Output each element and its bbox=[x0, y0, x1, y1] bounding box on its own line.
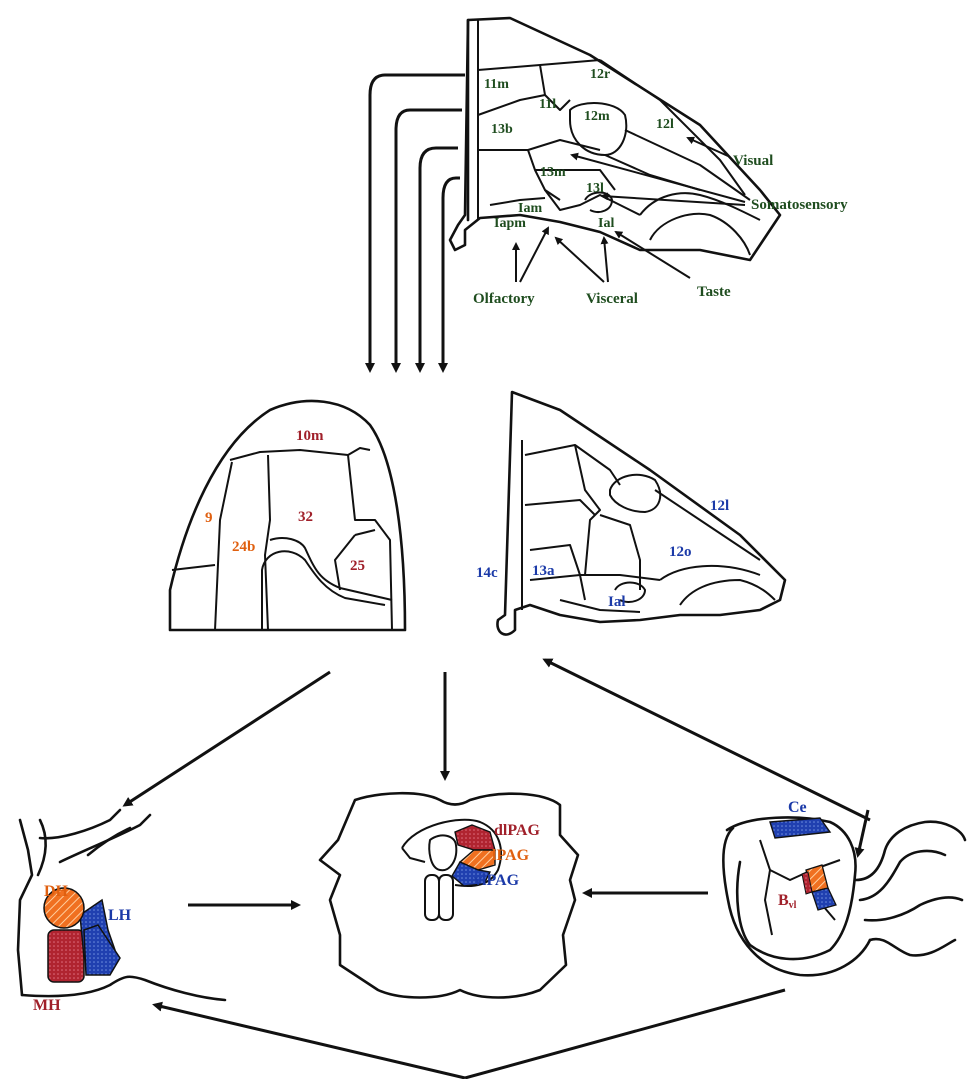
label-12l-top: 12l bbox=[656, 117, 674, 132]
label-LH: LH bbox=[108, 907, 132, 924]
top-orbital-panel: 11m 12r 11l 12m 12l 13b 13m 13l Iam Iapm… bbox=[370, 18, 848, 370]
projection-arrows-top bbox=[370, 75, 465, 370]
label-12l-orbital: 12l bbox=[710, 498, 729, 514]
aqueduct-raphe bbox=[425, 875, 453, 920]
medial-pfc-panel: 10m 9 32 24b 25 bbox=[170, 401, 405, 630]
amygdala-panel: Ce Bvl bbox=[723, 799, 965, 975]
region-Bvl-lower bbox=[812, 888, 836, 910]
label-11m: 11m bbox=[484, 77, 509, 92]
region-dlPAG bbox=[455, 825, 495, 850]
label-13a: 13a bbox=[532, 563, 555, 579]
label-lPAG: lPAG bbox=[492, 847, 530, 864]
label-24b: 24b bbox=[232, 539, 255, 555]
label-13l: 13l bbox=[586, 181, 604, 196]
label-Ial-orbital: Ial bbox=[608, 594, 626, 610]
label-13m: 13m bbox=[540, 165, 566, 180]
label-25: 25 bbox=[350, 558, 365, 574]
label-vl-subscript: vl bbox=[789, 900, 797, 911]
orbital-pfc-panel: 12l 12o 14c 13a Ial bbox=[476, 392, 785, 635]
hypothalamus-panel: DH LH MH bbox=[18, 810, 225, 1014]
medial-subdivisions bbox=[172, 448, 392, 630]
input-visceral: Visceral bbox=[586, 291, 638, 307]
pag-panel: dlPAG lPAG vlPAG bbox=[320, 793, 578, 997]
region-LH-lower bbox=[84, 925, 120, 975]
label-dlPAG: dlPAG bbox=[494, 822, 540, 839]
label-Bvl: Bvl bbox=[778, 892, 797, 911]
label-DH: DH bbox=[44, 883, 69, 900]
label-9: 9 bbox=[205, 510, 213, 526]
region-Ce bbox=[770, 818, 830, 838]
label-Iam: Iam bbox=[518, 201, 542, 216]
region-MH bbox=[48, 930, 84, 982]
label-Ial-top: Ial bbox=[598, 216, 614, 231]
label-12o: 12o bbox=[669, 544, 692, 560]
label-vlPAG: vlPAG bbox=[474, 872, 520, 889]
input-taste: Taste bbox=[697, 284, 731, 300]
label-32: 32 bbox=[298, 509, 313, 525]
label-12m: 12m bbox=[584, 109, 610, 124]
orbital-subdivisions bbox=[522, 440, 775, 612]
label-12r: 12r bbox=[590, 67, 610, 82]
input-olfactory: Olfactory bbox=[473, 291, 535, 307]
label-MH: MH bbox=[33, 997, 61, 1014]
label-14c: 14c bbox=[476, 565, 498, 581]
input-visual: Visual bbox=[733, 153, 773, 169]
label-13b: 13b bbox=[491, 122, 513, 137]
label-10m: 10m bbox=[296, 428, 324, 444]
label-B: B bbox=[778, 892, 789, 909]
label-11l: 11l bbox=[539, 97, 556, 112]
label-Ce: Ce bbox=[788, 799, 807, 816]
label-Iapm: Iapm bbox=[494, 216, 526, 231]
input-somatosensory: Somatosensory bbox=[751, 197, 848, 213]
